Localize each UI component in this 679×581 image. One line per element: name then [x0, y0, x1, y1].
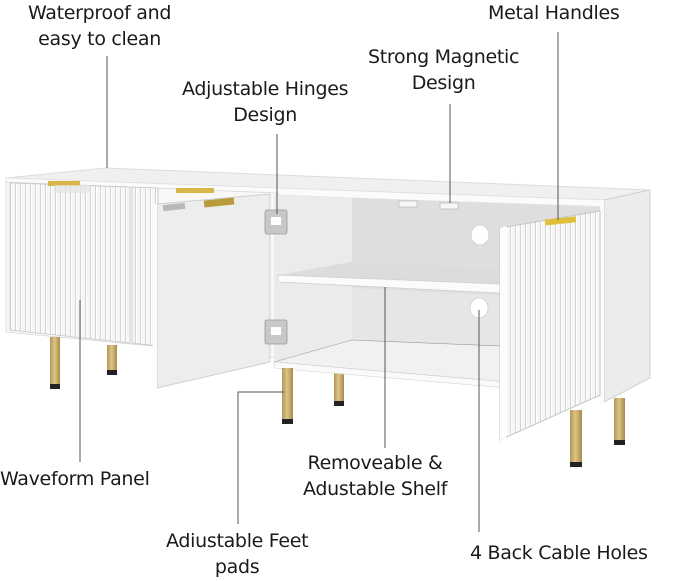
right-side-panel [603, 189, 651, 403]
open-door-left [153, 193, 271, 389]
callout-cable-holes: 4 Back Cable Holes [470, 542, 648, 564]
open-door-right [499, 210, 601, 441]
leader-lines [79, 32, 559, 532]
cable-hole-upper [470, 224, 490, 246]
callout-waterproof: Waterproof and easy to clean [28, 2, 172, 50]
callout-waveform: Waveform Panel [0, 468, 150, 490]
callout-shelf: Removeable & Adustable Shelf [303, 452, 448, 500]
legs [107, 345, 625, 445]
waveform-door-left-1 [9, 182, 131, 344]
front-legs [50, 337, 582, 467]
metal-handles [48, 181, 577, 226]
callout-magnetic: Strong Magnetic Design [368, 46, 520, 94]
hinges [264, 209, 288, 345]
callout-metal-handles: Metal Handles [488, 2, 620, 24]
magnetic-catches [398, 200, 459, 210]
callout-feet: Adiustable Feet pads [166, 530, 309, 578]
callout-hinges: Adjustable Hinges Design [182, 78, 349, 126]
